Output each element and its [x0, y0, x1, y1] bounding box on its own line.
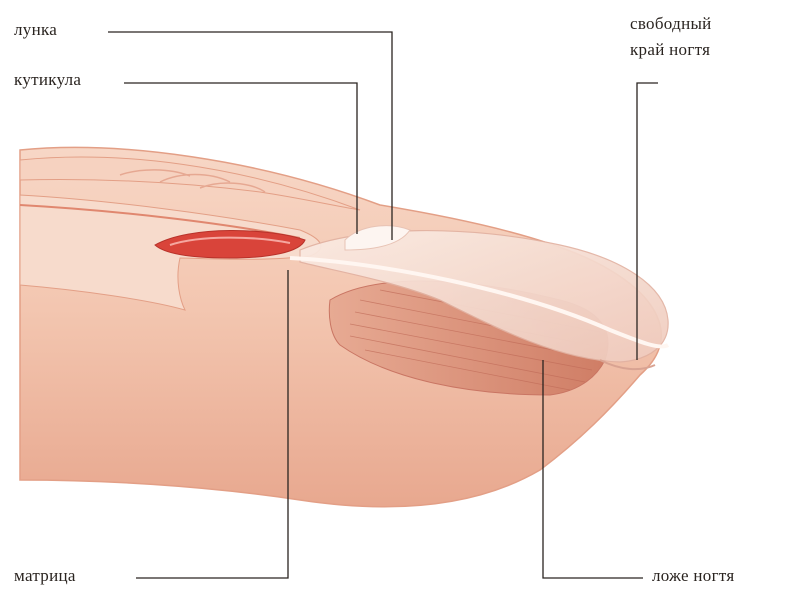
label-cuticle: кутикула: [14, 70, 81, 90]
label-lunula: лунка: [14, 20, 57, 40]
label-matrix: матрица: [14, 566, 76, 586]
label-free-edge-line1: свободный: [630, 14, 712, 34]
label-nail-bed: ложе ногтя: [652, 566, 734, 586]
label-free-edge-line2: край ногтя: [630, 40, 710, 60]
